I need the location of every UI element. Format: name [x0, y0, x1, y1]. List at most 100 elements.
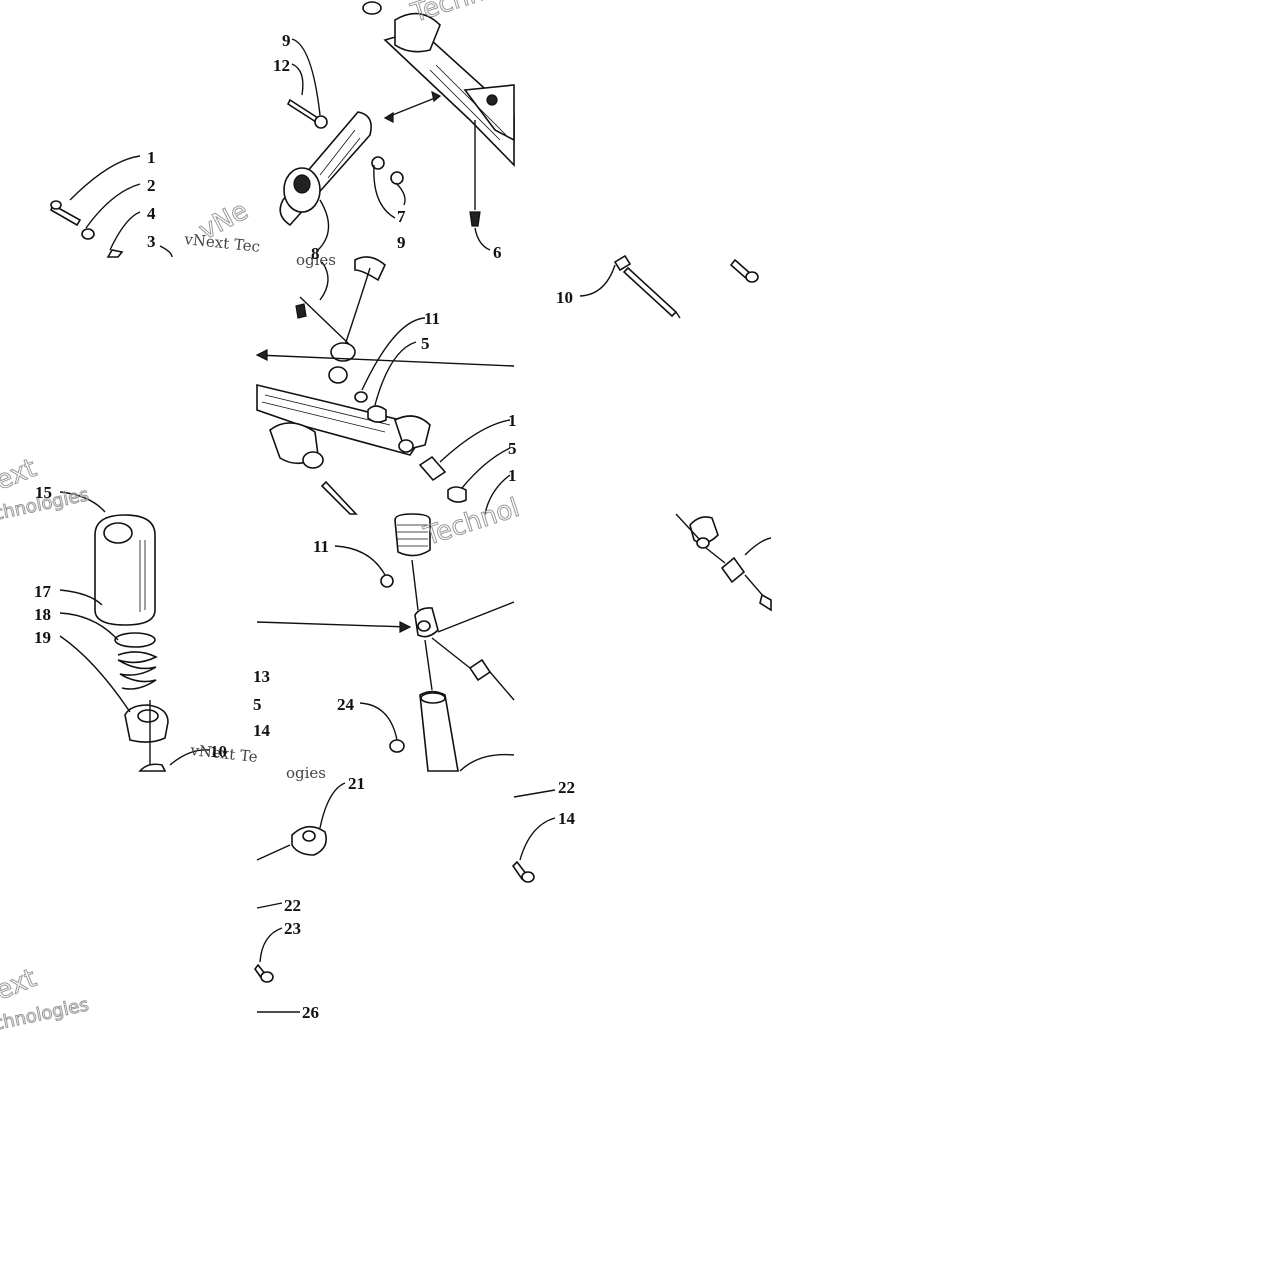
tile-damper	[256, 513, 515, 772]
watermark-big-1: Techno	[407, 0, 503, 29]
mount-line-a	[675, 513, 701, 541]
arrow-head-long	[255, 349, 268, 361]
pivot-bushing	[302, 451, 324, 469]
damper-ribs	[397, 524, 428, 547]
leader-4	[109, 211, 141, 251]
arrow-head-right	[431, 90, 442, 103]
callout-10b: 10	[210, 742, 227, 761]
spring-retainer-18	[114, 632, 156, 648]
leader-9b	[373, 164, 396, 219]
watermark-big-2: Technol	[420, 493, 523, 552]
callout-5c: 5	[253, 695, 262, 714]
bushing-5	[367, 405, 387, 423]
end-bushing	[398, 439, 414, 453]
assembly-arrow-shock	[256, 621, 409, 628]
callout-23: 23	[284, 919, 301, 938]
bolt-1	[49, 203, 82, 227]
callout-10a: 10	[556, 288, 573, 307]
watermark-text-4: ogies	[286, 764, 326, 782]
mount-spacer	[720, 556, 746, 584]
washer-9a	[314, 115, 328, 129]
callout-2: 2	[147, 176, 156, 195]
tile-shock-mount	[675, 513, 772, 612]
bushing-mid	[328, 366, 348, 384]
washer-2	[81, 228, 95, 240]
pin-cap	[613, 254, 632, 272]
leader-11b	[334, 545, 386, 576]
callout-11b: 11	[313, 537, 329, 556]
leader-7	[395, 182, 406, 206]
bolt-1-head	[50, 200, 62, 210]
leader-18	[59, 612, 119, 641]
lower-mount	[138, 763, 167, 772]
watermark-text-2: ogies	[296, 251, 336, 269]
bushing-5b	[447, 486, 467, 503]
leader-1	[69, 155, 141, 201]
watermarks: vNext Tec ogies vNext Te ogies Techno Te…	[0, 0, 524, 1035]
spacer-1b	[418, 455, 447, 482]
callout-1: 1	[147, 148, 156, 167]
leader-8	[317, 199, 330, 251]
callout-17: 17	[34, 582, 52, 601]
damper-body-top	[420, 692, 446, 704]
mount-washer	[696, 537, 710, 549]
leader-lower-right	[459, 753, 515, 772]
damper-top	[394, 513, 431, 557]
leader-3	[159, 245, 173, 258]
callout-14b: 14	[558, 809, 576, 828]
nut-24	[389, 739, 405, 753]
callout-19: 19	[34, 628, 51, 647]
leader-22b	[256, 902, 283, 909]
rod-upper	[299, 296, 351, 346]
assembly-arrow-long	[256, 354, 515, 367]
callout-21: 21	[348, 774, 365, 793]
bolt-23-head	[260, 971, 274, 983]
shaft-lower	[320, 480, 358, 515]
callout-6: 6	[493, 243, 502, 262]
leader-17	[59, 589, 103, 606]
bracket-hole	[486, 94, 498, 106]
leader-24	[359, 702, 398, 741]
washer-9b	[371, 156, 385, 170]
grease-fitting-6	[469, 211, 481, 227]
leader-21	[319, 782, 346, 829]
boot-shading	[139, 540, 146, 612]
leader-5b	[461, 447, 511, 489]
spring-19	[117, 651, 158, 690]
watermark-big-6: ext	[0, 963, 41, 1006]
tile-lower-arm	[255, 256, 515, 515]
leader-9a	[291, 38, 321, 116]
leader-2	[85, 183, 141, 229]
washer-21-hole	[302, 830, 316, 842]
damper-body	[419, 690, 459, 772]
leader-22a	[513, 789, 556, 798]
tube-flange	[394, 12, 441, 53]
bushing-upper	[330, 342, 356, 362]
arrow-head-shock	[399, 621, 412, 633]
spring-seat-hole	[137, 709, 159, 723]
leader-1b	[439, 419, 511, 463]
spacer-shock	[468, 658, 492, 682]
eye-hole	[417, 620, 431, 632]
callout-11a: 11	[424, 309, 440, 328]
callout-24: 24	[337, 695, 355, 714]
leader-23	[259, 927, 283, 963]
leader-clip	[344, 267, 371, 346]
tile-lower-bolts	[254, 782, 556, 1013]
tube-shading	[429, 64, 507, 141]
callout-1b: 1	[508, 411, 517, 430]
callout-9b: 9	[397, 233, 406, 252]
callout-9a: 9	[282, 31, 291, 50]
washer-11b	[380, 574, 394, 588]
callout-14a: 14	[253, 721, 271, 740]
callout-12: 12	[273, 56, 290, 75]
arm-boss-hole	[293, 174, 311, 194]
pin-10	[622, 266, 678, 318]
leader-1a	[319, 261, 329, 301]
pin-tip	[675, 311, 681, 319]
mount-bolt	[759, 593, 772, 612]
leader-6	[474, 227, 491, 251]
leader-mount	[744, 537, 772, 556]
bolt-14b-head	[521, 871, 535, 883]
callout-1c: 1	[508, 466, 517, 485]
